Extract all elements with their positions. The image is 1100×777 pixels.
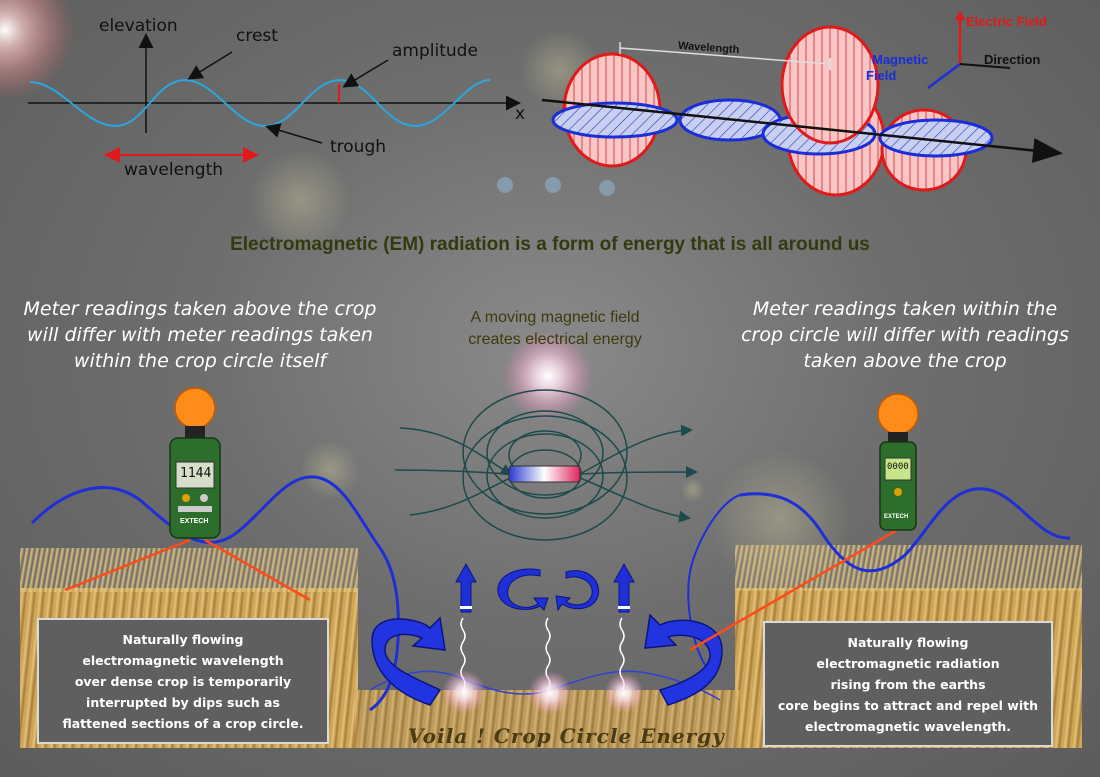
x-axis-label: x [515,104,526,124]
right-box-line: Naturally flowing [847,634,969,650]
electric-lobe [780,25,880,145]
right-box-line: electromagnetic radiation [816,655,1000,671]
left-note: Meter readings taken above the crop will… [20,296,380,374]
right-info-box: Naturally flowing electromagnetic radiat… [763,621,1053,747]
left-box-line: Naturally flowing [122,631,244,647]
electric-axis-head [955,10,965,20]
crest-label: crest [236,26,278,46]
left-box-line: over dense crop is temporarily [74,673,292,689]
em-wave-diagram [541,10,1063,197]
right-meter-reading: 0000 [887,462,909,472]
energy-hotspot [442,670,486,714]
elevation-label: elevation [99,16,178,36]
sine-wave [29,78,491,128]
left-info-box: Naturally flowing electromagnetic wavele… [37,618,329,744]
right-swirl-arrow [644,613,723,706]
amplitude-pointer [342,59,389,88]
crest-pointer [187,51,233,80]
magnetic-lobe [878,118,994,158]
right-em-wave-dip [687,494,741,666]
upward-arrow [613,562,635,613]
left-note-line: within the crop circle itself [73,350,327,372]
right-box-line: electromagnetic wavelength. [804,718,1012,734]
magnetic-field-label-2: Field [866,68,897,83]
trough-pointer [265,123,323,144]
simple-wave-diagram [28,33,521,163]
right-meter-brand: EXTECH [884,514,909,520]
centre-note-line: creates electrical energy [468,331,642,348]
bar-magnet [508,465,581,483]
energy-hotspot [528,671,572,715]
trough-label: trough [330,137,387,157]
right-meter-pointer [689,528,898,652]
rotation-arrow-left [497,568,549,611]
wavelength-label: wavelength [124,160,224,180]
right-box-line: core begins to attract and repel with [777,697,1039,713]
right-box-line: rising from the earths [830,676,986,692]
propagation-axis [541,98,1063,163]
left-note-line: will differ with meter readings taken [27,324,373,346]
left-box-line: interrupted by dips such as [86,694,280,710]
left-box-line: electromagnetic wavelength [82,652,284,668]
magnetic-field-label-1: Magnetic [872,52,929,67]
centre-note: A moving magnetic field creates electric… [420,307,690,351]
right-emf-meter [877,393,919,531]
footer-title: Voila ! Crop Circle Energy [408,724,725,748]
rotation-arrow-right [555,570,600,612]
direction-label: Direction [984,52,1041,67]
left-meter-pointer [204,538,311,602]
left-note-line: Meter readings taken above the crop [23,298,377,320]
right-note-line: crop circle will differ with readings [741,324,1069,346]
right-note-line: taken above the crop [803,350,1007,372]
left-meter-brand: EXTECH [180,518,209,525]
left-swirl-arrow [371,616,446,706]
left-meter-reading: 1144 [180,466,212,481]
left-emf-meter [169,387,221,539]
left-box-line: flattened sections of a crop circle. [62,715,304,731]
direction-axis-arrow [959,63,1011,69]
left-meter-pointer [64,538,191,592]
electric-field-label: Electric Field [966,14,1047,29]
magnetic-field-lines [394,389,698,541]
headline: Electromagnetic (EM) radiation is a form… [230,234,870,255]
right-em-wave [739,487,1071,573]
em-wavelength-bracket [619,47,831,65]
magnetic-axis-arrow [927,63,961,89]
right-note: Meter readings taken within the crop cir… [730,296,1080,374]
amplitude-label: amplitude [392,41,478,61]
centre-note-line: A moving magnetic field [470,309,640,326]
right-note-line: Meter readings taken within the [752,298,1058,320]
energy-hotspot [604,673,644,713]
upward-arrow [455,562,477,613]
